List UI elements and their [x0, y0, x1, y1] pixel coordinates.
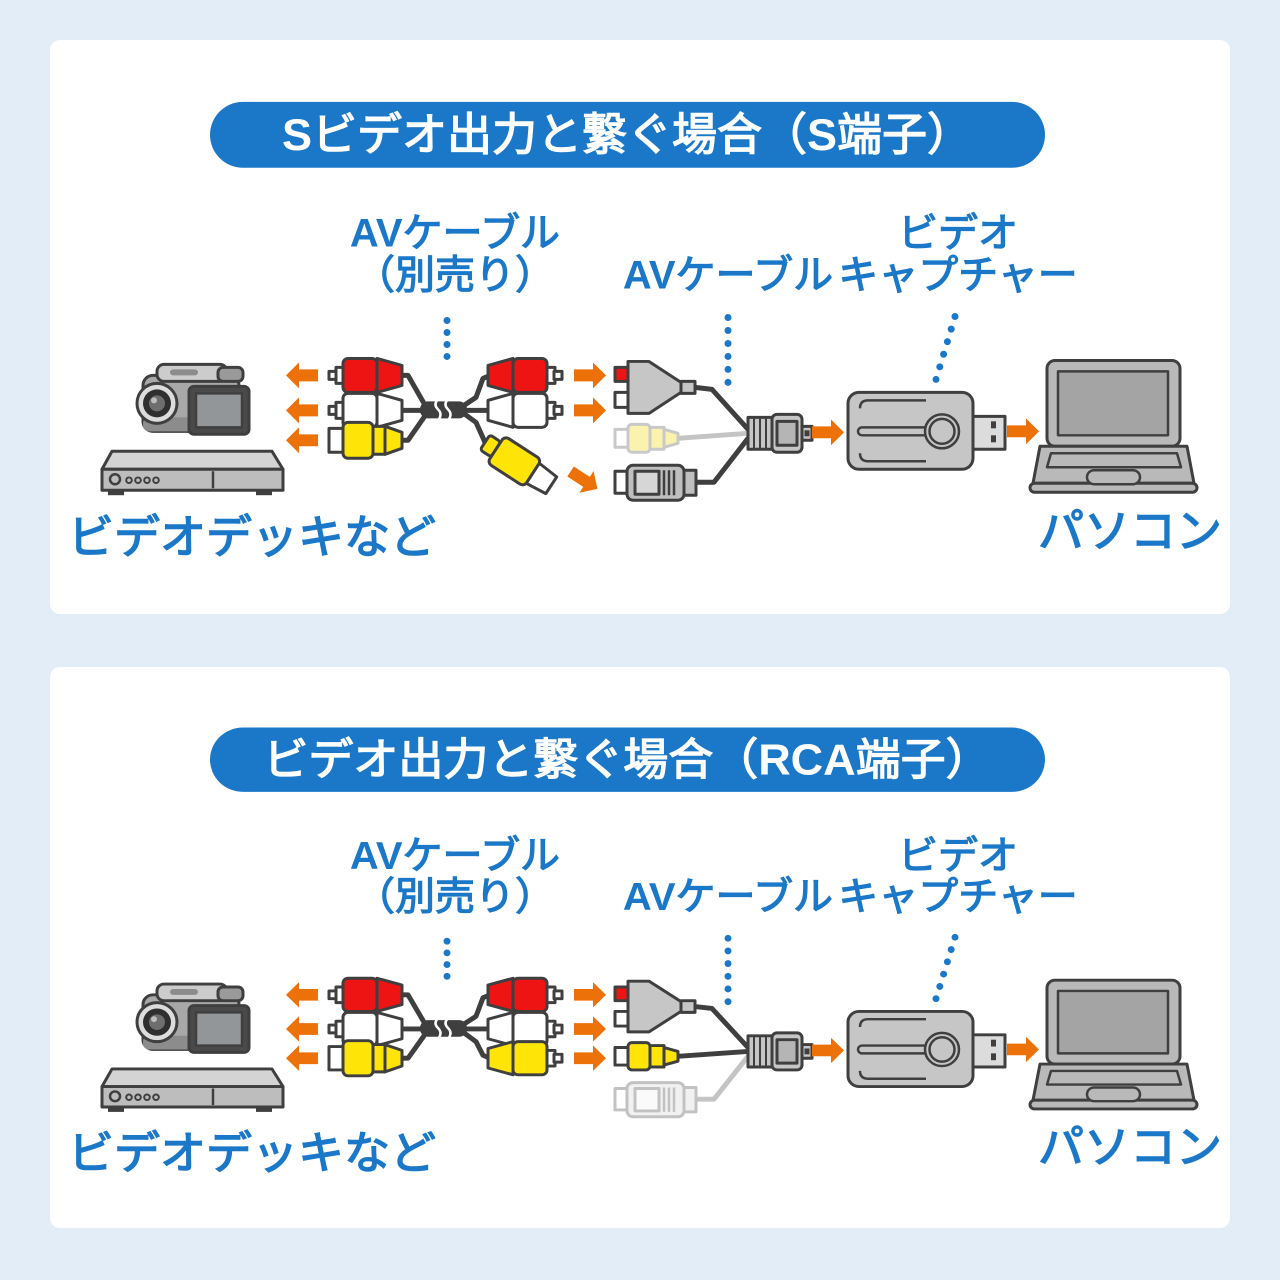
label-pc: パソコン — [1038, 505, 1222, 557]
yellow-rca-plug — [486, 1040, 564, 1077]
yellow-rca-plug-angled — [474, 427, 562, 501]
banner-pill — [210, 101, 1045, 168]
section-title: Sビデオ出力と繋ぐ場合（S端子） — [282, 109, 972, 160]
yellow-lead-cable — [675, 430, 751, 441]
label-video-capture-line2: キャプチャー — [838, 254, 1078, 298]
svideo-lead-cable — [693, 435, 751, 485]
svideo-connector-unused — [613, 1081, 698, 1119]
panel-svideo-connection: Sビデオ出力と繋ぐ場合（S端子） AVケーブル （別売り） AVケーブル ビデオ… — [50, 40, 1230, 614]
label-source-device: ビデオデッキなど — [68, 511, 436, 563]
label-video-capture-line1: ビデオ — [898, 211, 1018, 256]
label-av-cable: AVケーブル — [623, 253, 833, 298]
capture-yellow-plug-active — [613, 1041, 680, 1072]
section-title: ビデオ出力と繋ぐ場合（RCA端子） — [263, 735, 990, 784]
yellow-cable — [461, 1030, 493, 1061]
capture-yellow-plug-unused — [613, 422, 680, 454]
banner-pill — [210, 727, 1045, 792]
label-source-device: ビデオデッキなど — [68, 1128, 437, 1178]
svideo-connector-active — [613, 463, 698, 502]
label-av-cable-optional-line1: AVケーブル — [350, 211, 560, 256]
label-av-cable: AVケーブル — [623, 874, 833, 918]
label-pc: パソコン — [1038, 1122, 1222, 1172]
arrow-to-yellow-jack — [574, 1045, 606, 1071]
label-av-cable-optional-line1: AVケーブル — [350, 833, 560, 877]
connection-diagram — [102, 934, 1197, 1119]
panel-rca-connection: ビデオ出力と繋ぐ場合（RCA端子） AVケーブル （別売り） AVケーブル ビデ… — [50, 667, 1230, 1228]
svideo-lead-cable — [693, 1053, 751, 1102]
section-banner: Sビデオ出力と繋ぐ場合（S端子） — [210, 101, 1045, 168]
label-av-cable-optional-line2: （別売り） — [355, 875, 555, 918]
connection-diagram — [102, 313, 1197, 502]
label-video-capture-line1: ビデオ — [898, 833, 1018, 877]
arrow-to-svideo — [563, 460, 605, 500]
label-av-cable-optional-line2: （別売り） — [355, 254, 555, 298]
yellow-lead-cable — [675, 1048, 751, 1059]
label-video-capture-line2: キャプチャー — [838, 875, 1078, 918]
section-banner: ビデオ出力と繋ぐ場合（RCA端子） — [210, 727, 1045, 792]
angled-yellow-cable — [462, 411, 488, 445]
